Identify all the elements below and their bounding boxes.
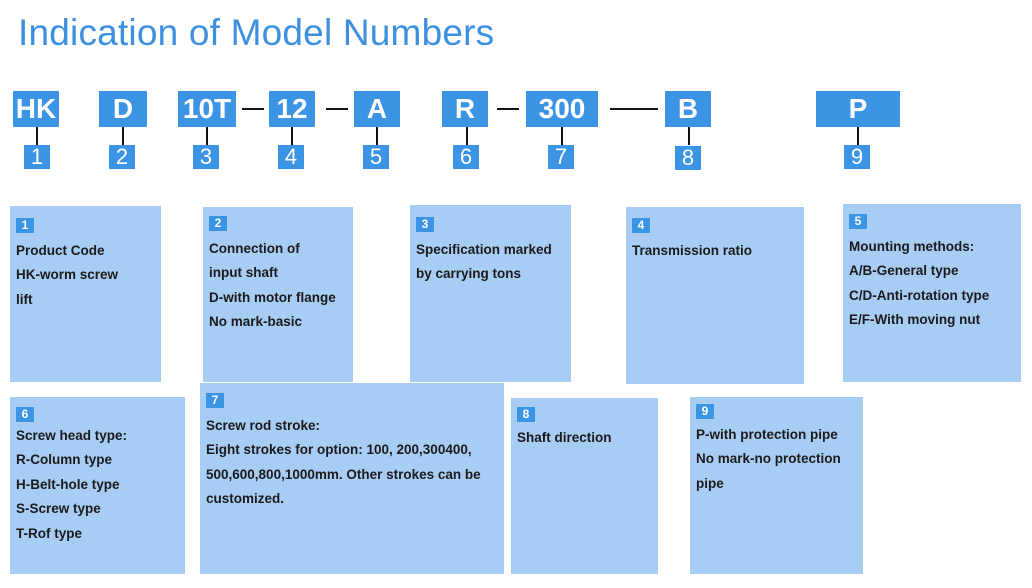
description-box-6: 6 Screw head type: R-Column type H-Belt-…	[10, 397, 185, 574]
dash-connector	[610, 108, 658, 110]
position-number-7: 7	[548, 144, 574, 169]
box-text-line: Screw rod stroke:	[206, 417, 321, 433]
box-text-line: Product Code	[16, 242, 105, 258]
code-box-300: 300	[526, 91, 598, 127]
box-text-line: Eight strokes for option: 100, 200,30040…	[206, 442, 472, 458]
box-text-line: No mark-basic	[209, 314, 303, 330]
description-box-8: 8 Shaft direction	[511, 398, 658, 574]
description-box-3: 3 Specification marked by carrying tons	[410, 205, 571, 382]
position-number-4: 4	[278, 144, 304, 169]
box-badge: 5	[849, 213, 867, 229]
box-text-line: Screw head type:	[16, 427, 128, 443]
box-text-line: customized.	[206, 491, 285, 507]
description-box-5: 5 Mounting methods: A/B-General type C/D…	[843, 204, 1021, 382]
tick-connector	[688, 127, 690, 145]
box-text-line: A/B-General type	[849, 263, 959, 279]
box-text-line: Shaft direction	[517, 429, 612, 445]
tick-connector	[466, 127, 468, 145]
position-number-9: 9	[844, 144, 870, 169]
tick-connector	[857, 127, 859, 145]
box-text-line: pipe	[696, 475, 724, 491]
code-box-p: P	[816, 91, 900, 127]
position-number-5: 5	[363, 144, 389, 169]
box-text-line: R-Column type	[16, 452, 112, 468]
box-text-line: T-Rof type	[16, 525, 82, 541]
box-text-line: 500,600,800,1000mm. Other strokes can be	[206, 466, 481, 482]
tick-connector	[122, 127, 124, 145]
box-badge: 3	[416, 216, 434, 232]
position-number-8: 8	[675, 145, 701, 170]
box-text-line: H-Belt-hole type	[16, 476, 120, 492]
box-text-line: input shaft	[209, 265, 278, 281]
tick-connector	[36, 127, 38, 145]
box-text-line: Mounting methods:	[849, 238, 975, 254]
position-number-2: 2	[109, 144, 135, 169]
tick-connector	[206, 127, 208, 145]
description-box-2: 2 Connection of input shaft D-with motor…	[203, 207, 353, 382]
box-text-line: by carrying tons	[416, 266, 522, 282]
box-badge: 4	[632, 217, 650, 233]
description-box-7: 7 Screw rod stroke: Eight strokes for op…	[200, 383, 504, 574]
box-text-line: E/F-With moving nut	[849, 312, 981, 328]
box-text-line: Connection of	[209, 240, 300, 256]
position-number-3: 3	[193, 144, 219, 169]
tick-connector	[561, 127, 563, 145]
box-text-line: C/D-Anti-rotation type	[849, 287, 990, 303]
code-box-hk: HK	[13, 91, 59, 127]
box-badge: 9	[696, 403, 714, 419]
description-box-9: 9 P-with protection pipe No mark-no prot…	[690, 397, 863, 574]
box-text-line: No mark-no protection	[696, 451, 841, 467]
code-box-12: 12	[269, 91, 315, 127]
box-badge: 6	[16, 406, 34, 422]
box-text-line: HK-worm screw	[16, 267, 119, 283]
code-box-10t: 10T	[178, 91, 236, 127]
box-text-line: Specification marked	[416, 241, 552, 257]
description-box-1: 1 Product Code HK-worm screw lift	[10, 206, 161, 382]
box-text-line: P-with protection pipe	[696, 426, 838, 442]
box-badge: 1	[16, 217, 34, 233]
box-badge: 8	[517, 406, 535, 422]
dash-connector	[497, 108, 519, 110]
code-box-r: R	[442, 91, 488, 127]
box-text-line: Transmission ratio	[632, 242, 753, 258]
page-title: Indication of Model Numbers	[18, 12, 495, 53]
description-box-4: 4 Transmission ratio	[626, 207, 804, 384]
code-box-d: D	[99, 91, 147, 127]
position-number-1: 1	[24, 144, 50, 169]
box-text-line: lift	[16, 291, 33, 307]
box-badge: 2	[209, 215, 227, 231]
code-box-b: B	[665, 91, 711, 127]
dash-connector	[326, 108, 348, 110]
box-text-line: D-with motor flange	[209, 289, 336, 305]
box-badge: 7	[206, 392, 224, 408]
box-text-line: S-Screw type	[16, 501, 101, 517]
tick-connector	[291, 127, 293, 145]
tick-connector	[376, 127, 378, 145]
position-number-6: 6	[453, 144, 479, 169]
dash-connector	[242, 108, 264, 110]
code-box-a: A	[354, 91, 400, 127]
